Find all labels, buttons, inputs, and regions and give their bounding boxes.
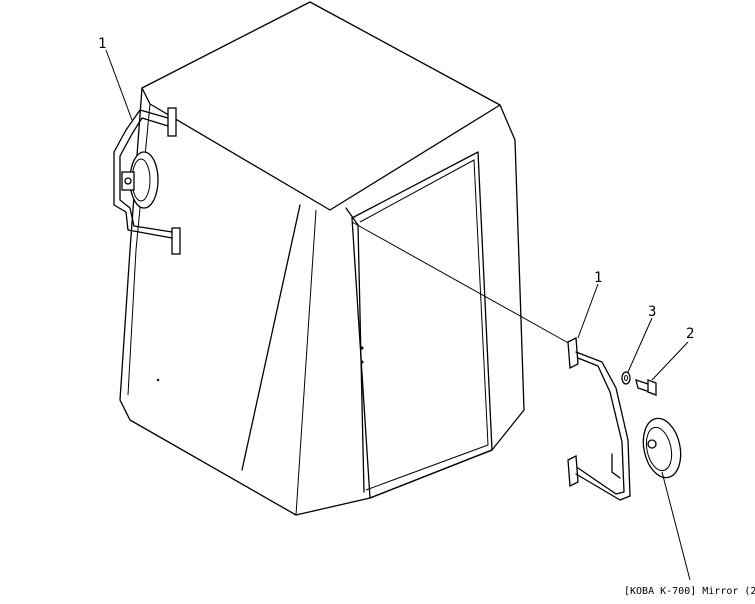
cab-outline (119, 1, 525, 516)
cab-roof-edge (141, 87, 501, 211)
left-mirror-stay (113, 109, 173, 239)
assembly-guide-line (351, 221, 573, 346)
leader-right-1 (577, 283, 599, 339)
washer (621, 371, 631, 385)
leader-mirror (661, 471, 691, 581)
callout-right-1: 1 (594, 270, 602, 286)
right-lower-bracket-plate (567, 454, 579, 488)
leader-left-1 (105, 49, 133, 121)
left-upper-bracket-plate (167, 107, 177, 137)
cab-front-window-edge (127, 103, 151, 396)
door-hinge-upper (360, 346, 364, 350)
callout-part-3: 3 (648, 304, 656, 320)
left-mirror-bolt (124, 177, 132, 185)
door-hinge-lower (360, 360, 364, 364)
leader-part-3 (627, 317, 653, 373)
right-mirror-stay (575, 351, 631, 501)
right-mirror-glass-inner (645, 426, 673, 472)
left-mirror-assembly (113, 107, 181, 255)
right-upper-bracket-plate (567, 336, 579, 370)
left-mirror-stay-inner (119, 117, 173, 233)
leader-lines (105, 49, 691, 581)
cab-front-pillar (241, 204, 301, 471)
right-mirror-assembly (351, 221, 682, 501)
left-lower-bracket-plate (171, 227, 181, 255)
cab-detail-dot (156, 378, 160, 382)
cab-front-pillar-inner (295, 209, 317, 516)
operator-cab (119, 1, 525, 516)
right-mirror-glass (642, 417, 682, 479)
leader-part-2 (651, 341, 689, 381)
callout-left-1: 1 (98, 36, 106, 52)
callout-part-2: 2 (686, 326, 694, 342)
cab-side-window (351, 151, 493, 499)
washer-hole (624, 375, 628, 381)
right-mirror-stay-inner (577, 357, 625, 495)
cab-side-window-inner (359, 159, 489, 491)
right-mirror-mount-boss (647, 439, 657, 449)
bolt-head (647, 379, 657, 396)
right-mirror-stay-hook (611, 453, 621, 479)
diagram-caption: [KOBA K-700] Mirror (2) (624, 586, 755, 597)
cab-door-post (345, 207, 365, 493)
